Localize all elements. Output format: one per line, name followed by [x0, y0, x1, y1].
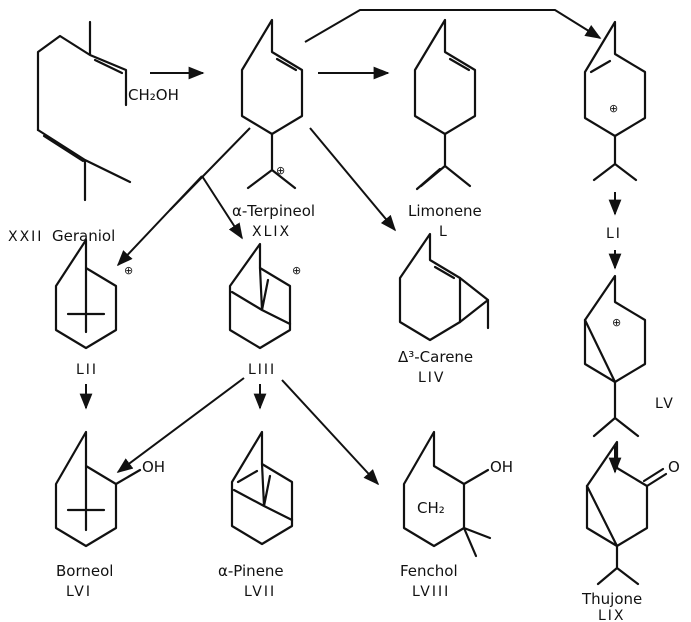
fenchol-oh-label: OH [490, 458, 513, 476]
li-cation-structure: ⊕ [583, 20, 647, 182]
pinene-label: α-Pinene [218, 562, 284, 580]
lii-cation-icon: ⊕ [124, 264, 133, 277]
fenchol-structure: OH CH₂ [402, 430, 513, 558]
borneol-label: Borneol [56, 562, 113, 580]
liii-cation-structure: ⊕ [228, 242, 301, 350]
thujone-structure: O [585, 440, 680, 586]
xlix-label: XLIX [252, 224, 291, 240]
lv-cation-structure: ⊕ [583, 274, 647, 438]
geraniol-structure: CH₂OH [36, 20, 179, 202]
thujone-label: Thujone [581, 590, 642, 608]
arrow-liii-to-fenchol [281, 379, 380, 486]
borneol-oh-label: OH [142, 458, 165, 476]
borneol-structure: OH [54, 430, 165, 548]
geraniol-label: Geraniol [52, 227, 115, 245]
lv-label: LV [655, 396, 675, 412]
lix-label: LIX [598, 608, 626, 622]
terpineol-label: α-Terpineol [232, 202, 315, 220]
arrow-to-lii [116, 175, 203, 267]
limonene-label: Limonene [408, 202, 482, 220]
carene-label: Δ³-Carene [398, 348, 473, 366]
lii-cation-structure: ⊕ [54, 238, 133, 350]
lv-cation-icon: ⊕ [612, 316, 621, 329]
pinene-structure [230, 430, 294, 546]
li-label: LI [606, 226, 622, 242]
terpineol-structure: ⊕ [240, 18, 304, 190]
lii-label: LII [76, 362, 98, 378]
terpineol-cation-icon: ⊕ [276, 164, 285, 177]
liii-label: LIII [248, 362, 276, 378]
arrow-terpineol-to-li [304, 9, 602, 43]
lvi-label: LVI [66, 584, 92, 600]
limonene-structure [413, 18, 477, 191]
liii-cation-icon: ⊕ [292, 264, 301, 277]
li-cation-icon: ⊕ [609, 102, 618, 115]
lvii-label: LVII [244, 584, 276, 600]
carene-structure [398, 232, 490, 342]
arrow-liii-to-borneol [116, 377, 245, 473]
liv-label: LIV [418, 370, 446, 386]
fenchol-ch2-label: CH₂ [417, 499, 445, 517]
fenchol-label: Fenchol [400, 562, 458, 580]
xxii-label: XXII [8, 229, 43, 245]
l-label: L [439, 224, 449, 240]
lviii-label: LVIII [412, 584, 450, 600]
arrow-to-carene [309, 127, 397, 232]
thujone-o-label: O [668, 458, 680, 476]
ch2oh-label: CH₂OH [128, 86, 179, 104]
arrow-to-liii [201, 175, 243, 240]
